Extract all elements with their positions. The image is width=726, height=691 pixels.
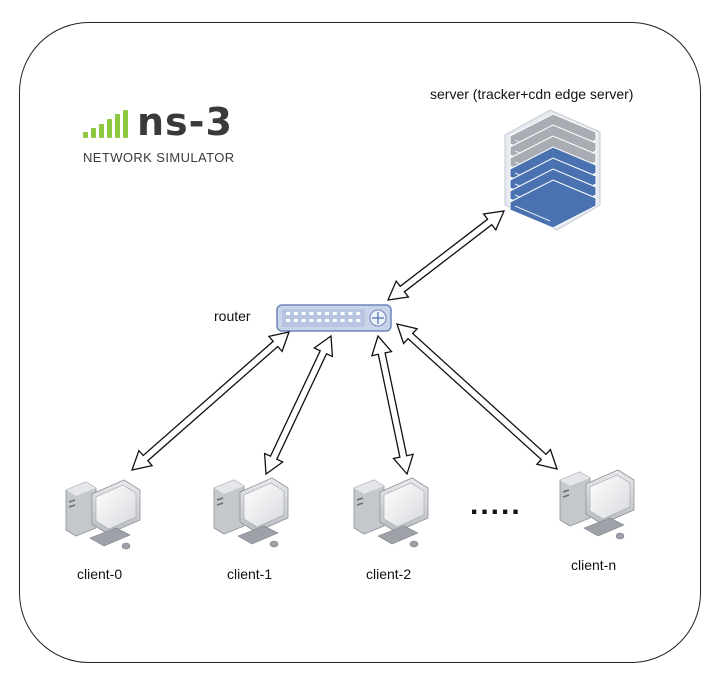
ns3-logo-subtitle: NETWORK SIMULATOR (83, 150, 235, 165)
desktop-computer-icon (65, 479, 141, 550)
router-label: router (214, 308, 251, 324)
router-port (332, 312, 337, 315)
server-rack-icon (504, 109, 601, 231)
client-2-label: client-2 (366, 566, 412, 582)
router-port (340, 312, 345, 315)
router-port (317, 319, 322, 322)
diagram-frame (19, 22, 701, 663)
more-clients-ellipsis: ..... (470, 488, 522, 521)
server-unit-slot (514, 205, 551, 222)
router-port (348, 319, 353, 322)
client-n-label: client-n (571, 557, 617, 573)
ns3-logo-bars-icon (83, 110, 128, 138)
link-router-server (386, 210, 506, 301)
router-icon (276, 304, 392, 332)
link-router-client-0 (130, 331, 291, 471)
router-port (325, 319, 329, 322)
client-0-label: client-0 (77, 566, 123, 582)
router-port (332, 319, 337, 322)
router-port (286, 319, 290, 322)
desktop-computer-icon (213, 477, 289, 548)
router-port (356, 319, 361, 322)
router-port (325, 312, 329, 315)
link-router-client-n (396, 323, 558, 470)
link-router-client-2 (370, 334, 415, 476)
router-port (309, 319, 314, 322)
server-label: server (tracker+cdn edge server) (430, 86, 634, 102)
router-port (286, 312, 290, 315)
desktop-computer-icon (353, 477, 429, 548)
desktop-computer-icon (559, 469, 635, 540)
router-port (293, 312, 298, 315)
link-router-client-1 (263, 334, 334, 476)
ns3-logo-title: ns-3 (137, 100, 233, 144)
router-port (301, 312, 306, 315)
router-port (356, 312, 361, 315)
router-port (340, 319, 345, 322)
router-port (293, 319, 298, 322)
router-port (309, 312, 314, 315)
server-unit (509, 179, 597, 229)
router-port (348, 312, 353, 315)
router-port (317, 312, 322, 315)
client-1-label: client-1 (227, 566, 273, 582)
router-port (301, 319, 306, 322)
